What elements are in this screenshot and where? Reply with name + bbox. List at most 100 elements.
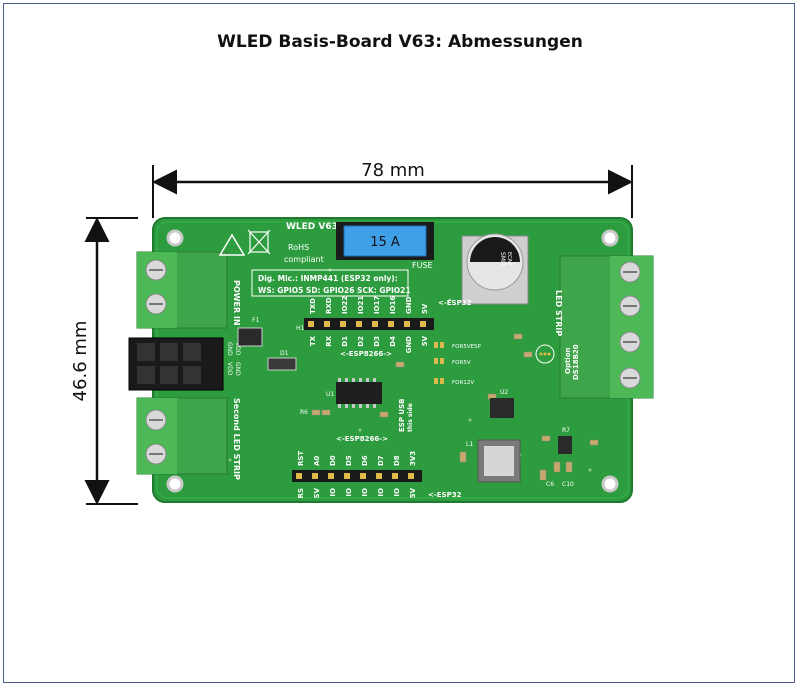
- header-pin: [356, 321, 362, 327]
- header-pin-label: IO: [329, 488, 337, 497]
- header-pin-label: D1: [341, 336, 349, 347]
- jst-label-3: VDD: [226, 362, 233, 376]
- top-esp8266-label: <-ESP8266->: [340, 350, 392, 358]
- header-pin-label: 5V: [409, 487, 417, 498]
- header-pin: [388, 321, 394, 327]
- power-in-terminal: POWER IN: [136, 251, 241, 329]
- header-pin-label: 3V3: [409, 451, 417, 466]
- second-led-strip-label: Second LED STRIP: [232, 398, 241, 480]
- label-h1: H1: [296, 325, 305, 332]
- header-pin-label: 5V: [421, 303, 429, 314]
- fuse: 15 A FUSE: [336, 222, 434, 270]
- width-dimension: 78 mm: [152, 160, 633, 218]
- power-in-label: POWER IN: [232, 280, 241, 326]
- diagram-frame: [3, 3, 795, 683]
- usb-side-2: this side: [407, 403, 414, 432]
- header-pin-label: RXD: [325, 297, 333, 314]
- header-pin-label: IO16: [389, 296, 397, 314]
- header-pin: [324, 321, 330, 327]
- header-pin-label: IO22: [341, 296, 349, 314]
- height-dimension: 46.6 mm: [70, 217, 138, 505]
- jumper-2: FOR5V: [452, 360, 471, 366]
- header-pin-label: GND: [405, 296, 413, 314]
- header-pin: [420, 321, 426, 327]
- label-r7: R7: [562, 427, 570, 434]
- header-pin-label: IO21: [357, 296, 365, 314]
- header-pin-label: IO: [377, 488, 385, 497]
- height-label: 46.6 mm: [70, 321, 91, 402]
- jst-label-4: GND: [234, 362, 241, 376]
- header-pin: [376, 473, 382, 479]
- header-pin-label: RST: [297, 451, 305, 466]
- header-pin-label: 5V: [421, 335, 429, 346]
- header-pin: [312, 473, 318, 479]
- rohs-line-1: RoHS: [288, 243, 309, 252]
- option-label-2: DS18B20: [572, 344, 580, 380]
- header-pin-label: RS: [297, 488, 305, 498]
- header-pin: [340, 321, 346, 327]
- label-r6: R6: [300, 409, 308, 416]
- option-label-1: Option: [564, 347, 572, 374]
- header-pin-label: D7: [377, 455, 385, 466]
- label-u1: U1: [326, 391, 334, 398]
- mic-line: Dig. Mic.: INMP441 (ESP32 only):: [258, 274, 398, 283]
- diagram-title: WLED Basis-Board V63: Abmessungen: [217, 32, 583, 52]
- header-pin-label: IO17: [373, 296, 381, 314]
- width-label: 78 mm: [361, 160, 425, 181]
- label-f1: F1: [252, 317, 259, 324]
- cap-label-2: ECAP: [506, 252, 512, 265]
- label-d1: D1: [280, 350, 289, 357]
- led-strip-terminal: LED STRIP: [554, 255, 654, 399]
- mounting-holes: [166, 229, 619, 493]
- esd-logo: [218, 229, 271, 256]
- jst-connector: GND VDD VDD GND: [128, 337, 241, 391]
- header-pin-label: D3: [373, 336, 381, 347]
- fuse-value: 15 A: [370, 235, 400, 250]
- bottom-esp8266-label: <-ESP8266->: [336, 435, 388, 443]
- rohs-line-2: compliant: [284, 255, 324, 264]
- header-pin-label: SV: [313, 487, 321, 498]
- bottom-esp32-label: <-ESP32: [428, 491, 462, 499]
- header-pin-label: D0: [329, 455, 337, 466]
- header-pin-label: D5: [345, 455, 353, 466]
- header-pin-label: D8: [393, 455, 401, 466]
- top-esp32-label: <-ESP32: [438, 299, 472, 307]
- led-strip-label: LED STRIP: [554, 290, 563, 336]
- fuse-label: FUSE: [412, 261, 433, 270]
- header-pin-label: TXD: [309, 298, 317, 314]
- header-pin: [308, 321, 314, 327]
- cap-label-1: SMD: [499, 252, 506, 266]
- header-pin: [404, 321, 410, 327]
- components: F1 D1 H1 U1 R6 R7 C6 C10 L1 U2: [237, 317, 599, 488]
- jst-label-1: GND: [226, 342, 233, 356]
- header-pin-label: IO: [345, 488, 353, 497]
- header-pin-label: IO: [393, 488, 401, 497]
- header-pin-label: TX: [309, 335, 317, 346]
- mic-info: Dig. Mic.: INMP441 (ESP32 only): WS: GPI…: [251, 269, 411, 297]
- jst-label-2: VDD: [234, 342, 241, 356]
- electrolytic-capacitor: SMD ECAP: [461, 233, 529, 305]
- header-pin: [408, 473, 414, 479]
- header-pin-label: D2: [357, 336, 365, 347]
- jumper-1: FOR5VESP: [452, 344, 482, 350]
- usb-side-1: ESP USB: [398, 399, 406, 432]
- label-c10: C10: [562, 481, 574, 488]
- header-pin-label: GND: [405, 336, 413, 354]
- header-pin-label: RX: [325, 335, 333, 346]
- header-pin: [392, 473, 398, 479]
- board-name: WLED V63: [286, 222, 338, 232]
- header-pin-label: D4: [389, 336, 397, 347]
- label-u2: U2: [500, 389, 508, 396]
- header-pin: [360, 473, 366, 479]
- label-c6: C6: [546, 481, 554, 488]
- header-pin: [296, 473, 302, 479]
- header-pin-label: D6: [361, 455, 369, 466]
- header-pin: [328, 473, 334, 479]
- header-pin: [344, 473, 350, 479]
- second-led-strip-terminal: Second LED STRIP: [136, 397, 241, 480]
- header-pin-label: IO: [361, 488, 369, 497]
- header-pin: [372, 321, 378, 327]
